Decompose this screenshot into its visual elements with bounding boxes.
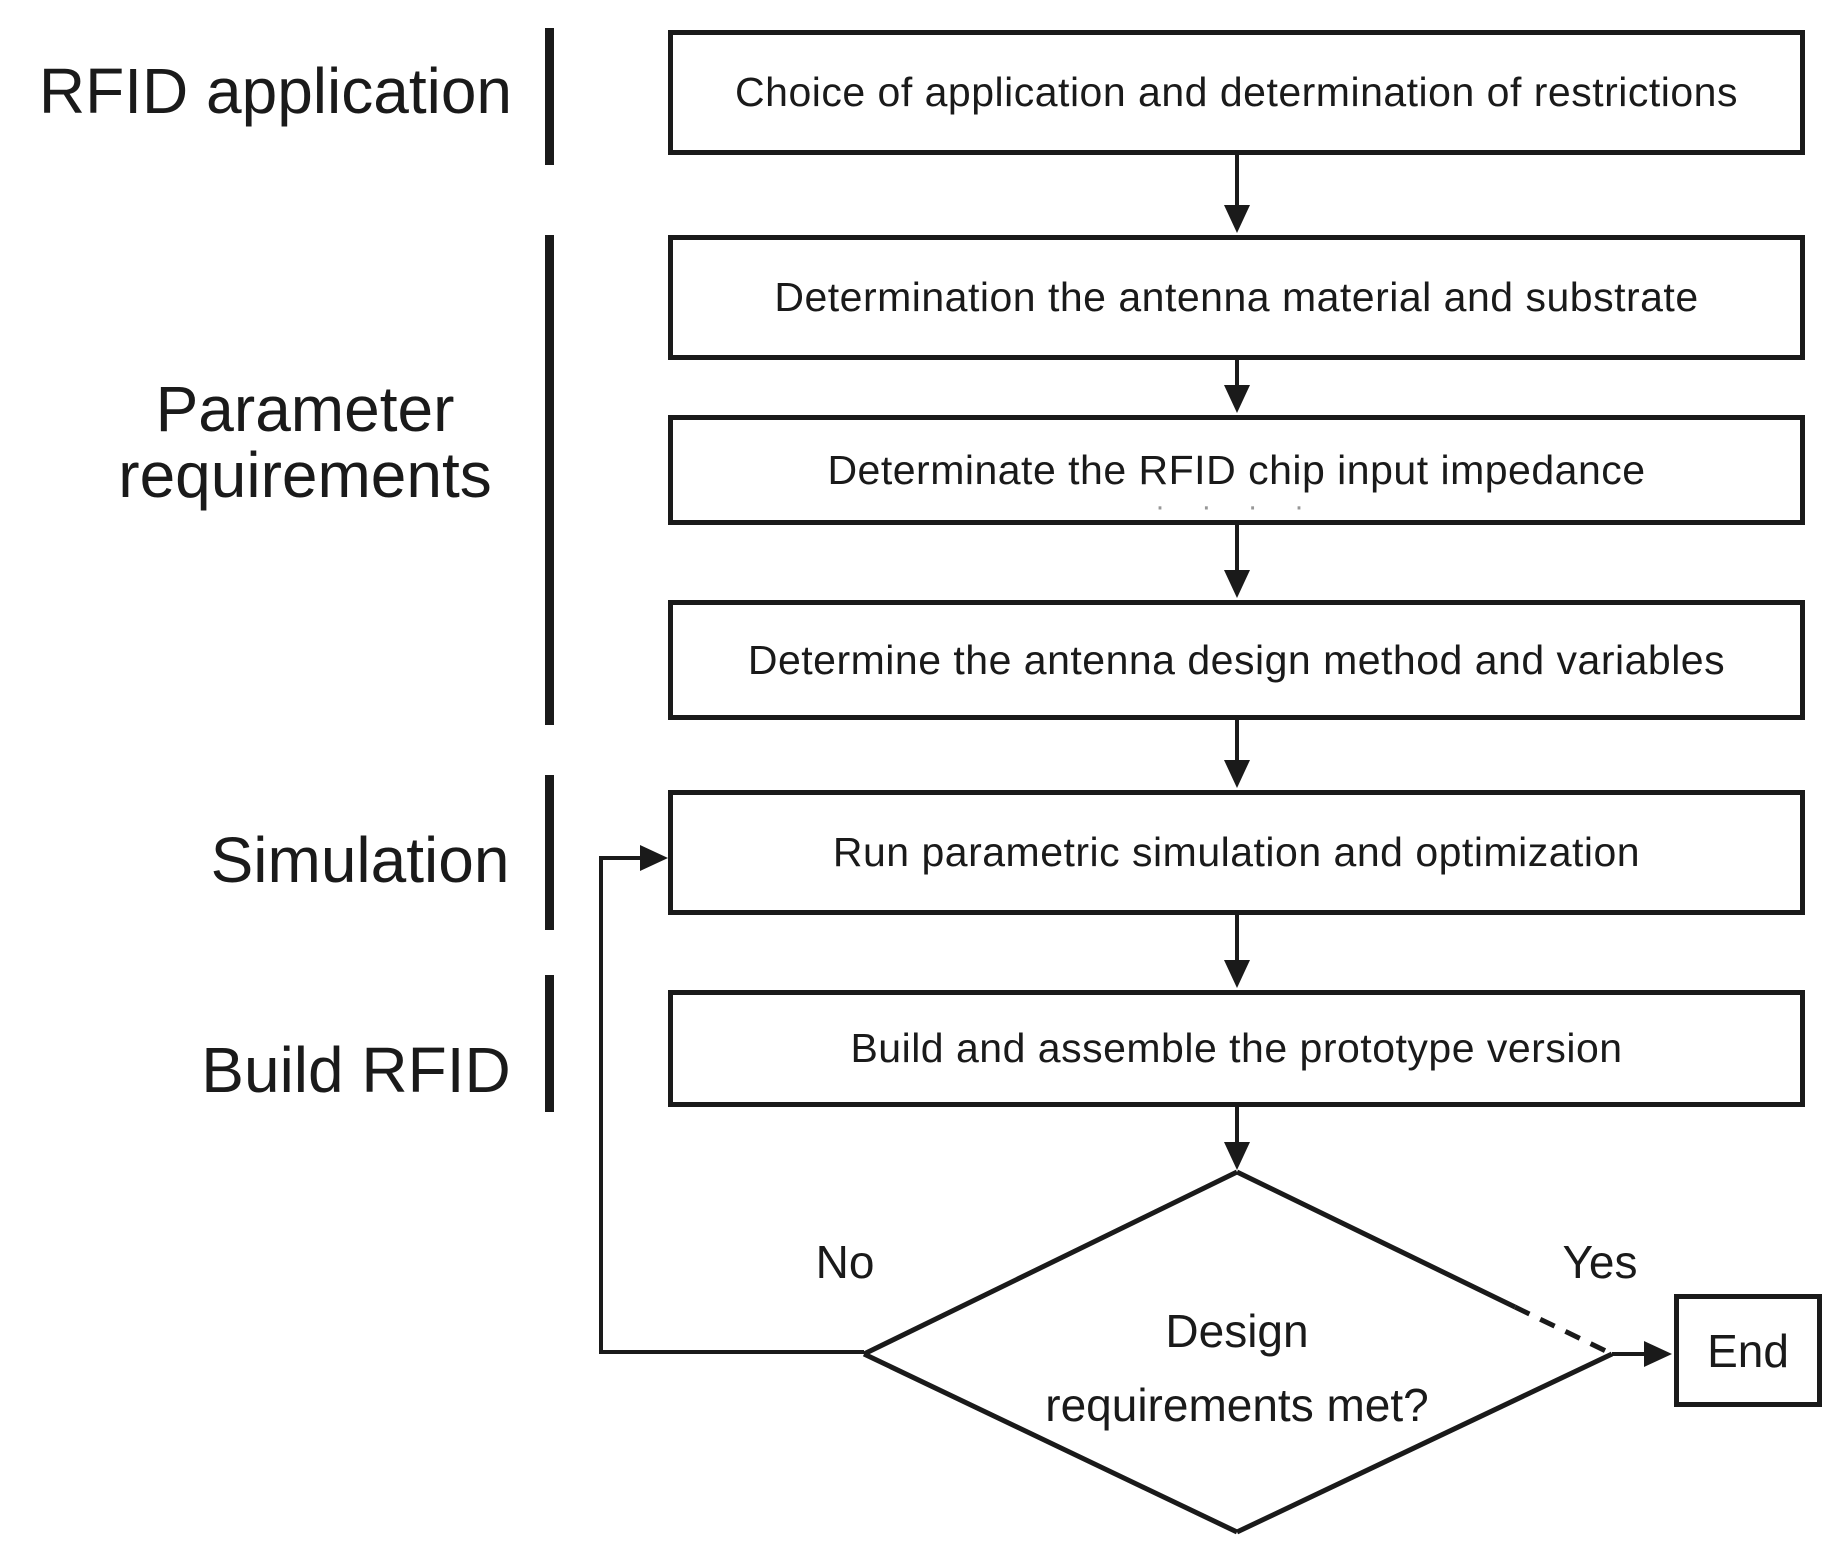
arrow-step1-step2 [1224,155,1250,233]
decision-label-line2: requirements met? [1045,1379,1429,1431]
arrow-step6-decision [1224,1107,1250,1170]
step-box-design-method-variables: Determine the antenna design method and … [668,600,1805,720]
arrow-step3-step4 [1224,525,1250,598]
step-box-choice-of-application: Choice of application and determination … [668,30,1805,155]
stage-label-simulation: Simulation [210,824,510,896]
stage-label-build-rfid: Build RFID [201,1034,511,1106]
decision-diamond [862,1169,1614,1535]
step-box-chip-input-impedance: Determinate the RFID chip input impedanc… [668,415,1805,525]
branch-label-no: No [815,1236,875,1288]
step-box-run-simulation: Run parametric simulation and optimizati… [668,790,1805,915]
end-label: End [1707,1324,1789,1377]
step-label: Determine the antenna design method and … [747,636,1726,683]
arrow-step5-step6 [1224,915,1250,988]
end-terminator: End [1674,1294,1822,1407]
stage-label-rfid-application: RFID application [38,55,512,127]
step-box-build-prototype: Build and assemble the prototype version [668,990,1805,1107]
yes-arrow [1612,1341,1672,1367]
step-label: Determinate the RFID chip input impedanc… [827,446,1646,493]
step-box-antenna-material: Determination the antenna material and s… [668,235,1805,360]
step-label: Choice of application and determination … [735,69,1738,115]
stage-divider-bar-simulation [545,775,554,930]
faded-text-remnant: · · · · [1155,490,1318,523]
step-label: Run parametric simulation and optimizati… [832,829,1641,875]
step-label: Determination the antenna material and s… [774,274,1699,320]
stage-label-parameter-requirements: Parameter requirements [118,373,492,511]
arrow-step2-step3 [1224,360,1250,413]
stage-divider-bar-build-rfid [545,975,554,1112]
step-label: Build and assemble the prototype version [850,1025,1623,1071]
branch-label-yes: Yes [1562,1236,1638,1288]
arrow-step4-step5 [1224,720,1250,788]
decision-label-line1: Design [1165,1305,1309,1357]
no-feedback-arrow [599,845,864,1354]
decision-label: Design requirements met? [937,1294,1537,1442]
stage-divider-bar-rfid-application [545,28,554,165]
stage-divider-bar-parameter-requirements [545,235,554,725]
